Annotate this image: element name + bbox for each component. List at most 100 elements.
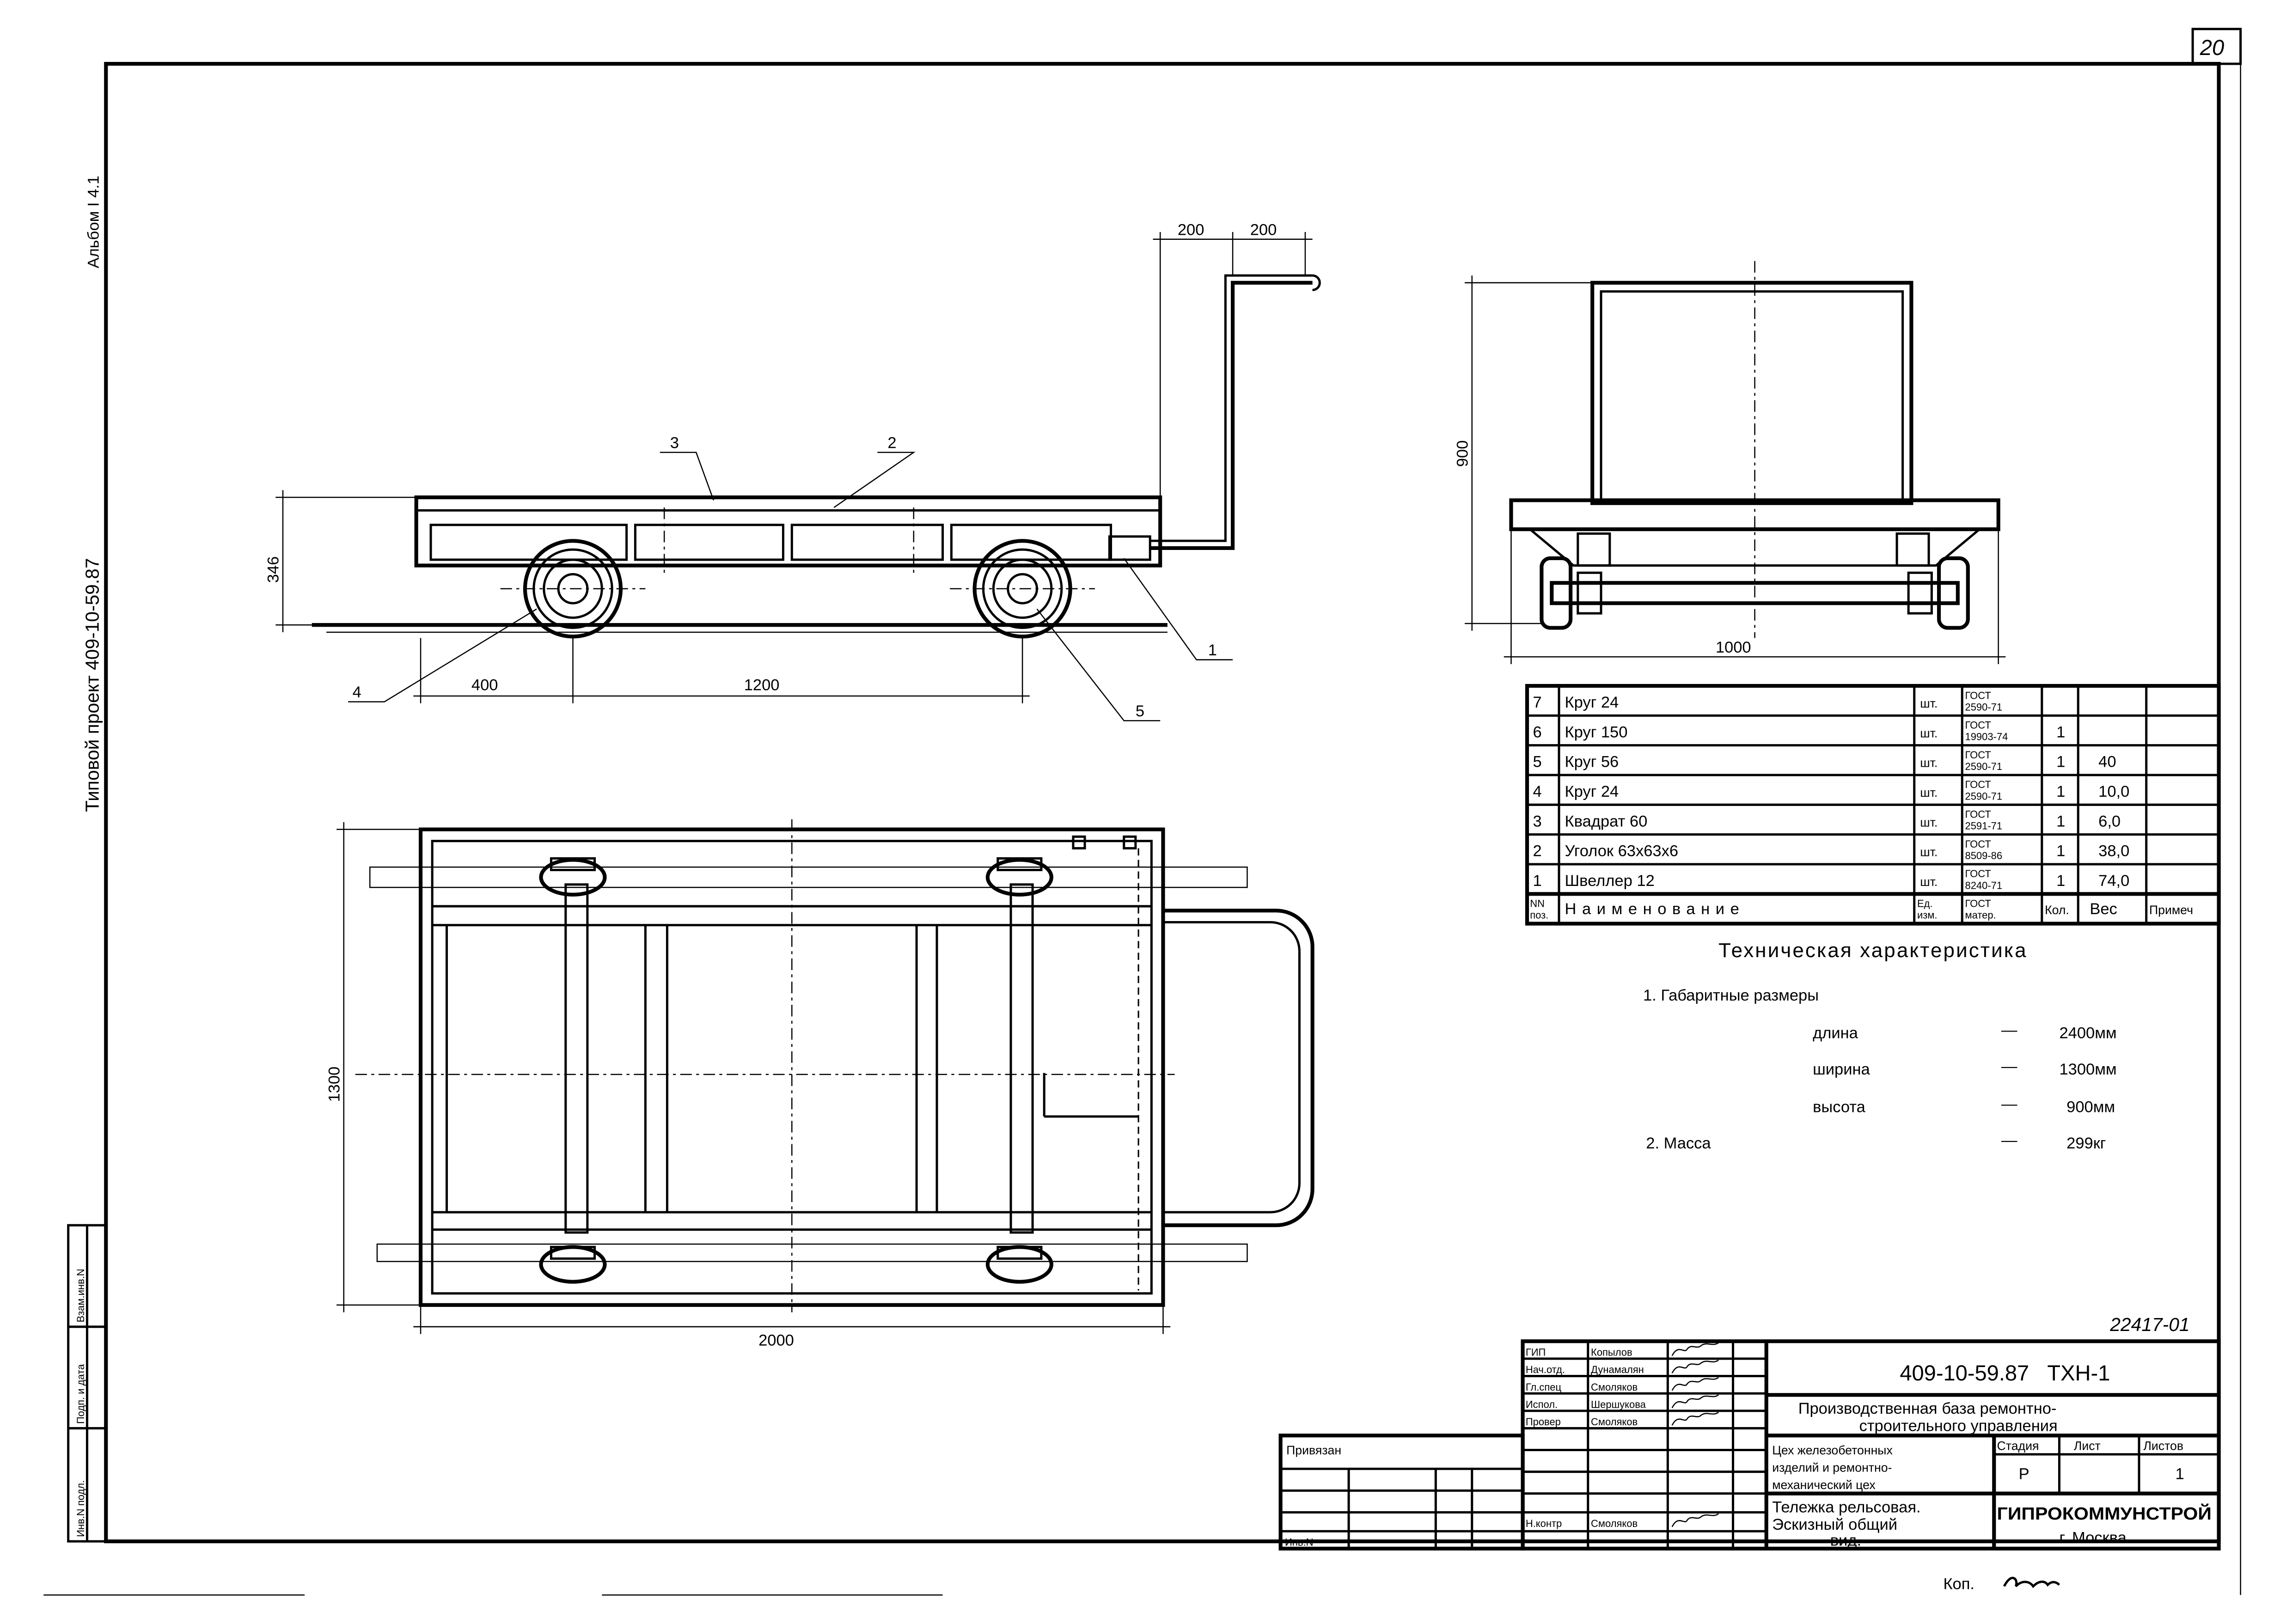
tow-handle [1163,909,1314,1227]
signature [1671,1342,1719,1356]
binding-block: Привязан Инв.N [1278,1434,1525,1551]
staff-role: Нач.отд. [1526,1364,1565,1375]
shop-line-1: Цех железобетонных [1772,1443,1893,1457]
tech-width-dash: — [2001,1058,2017,1075]
stage-value: Р [2019,1465,2029,1483]
spec-unit: шт. [1920,726,1938,740]
sheet-number: 20 [2200,35,2224,60]
dim-200-a: 200 [1178,221,1204,238]
sheet-frame [104,61,2221,1544]
margin-stamp: Инв.N подл. Подп. и дата Взам.инв.N [67,1224,107,1543]
signature [1671,1359,1719,1374]
spec-name: Круг 56 [1565,753,1619,771]
spec-pos: 6 [1533,723,1542,741]
spec-qty: 1 [2056,753,2065,771]
tech-length-dash: — [2001,1021,2017,1039]
shop-line-2: изделий и ремонтно- [1772,1461,1892,1475]
wheel-icon [985,1245,1053,1284]
staff-role: ГИП [1526,1347,1546,1358]
staff-name: Дунамалян [1591,1364,1644,1375]
spec-weight: 74,0 [2098,872,2129,890]
callout-2: 2 [887,434,896,452]
spec-header-weight: Вес [2090,900,2117,918]
drawing-title-1: Тележка рельсовая. [1772,1498,1920,1516]
spec-header-qty: Кол. [2045,903,2069,917]
tech-width-label: ширина [1813,1061,1870,1078]
spec-qty: 1 [2056,843,2065,860]
spec-pos: 4 [1533,783,1542,800]
callout-5: 5 [1136,702,1144,720]
company-city: г. Москва [2059,1529,2127,1546]
signature [1671,1411,1719,1426]
staff-name: Копылов [1591,1347,1632,1358]
spec-pos: 7 [1533,694,1542,711]
wheel-icon [539,1245,607,1284]
staff-role: Гл.спец [1526,1381,1562,1393]
stamp-inv-label: Инв.N подл. [75,1480,86,1537]
dim-1000: 1000 [1716,639,1751,656]
drawing-title-2: Эскизный общий [1772,1516,1897,1533]
inv-no-label: Инв.N [1285,1537,1314,1548]
wheel-icon [985,857,1053,897]
sheets-value: 1 [2175,1465,2184,1483]
signature [1671,1377,1719,1391]
tech-characteristics: Техническая характеристика 1. Габаритные… [1643,939,2117,1152]
spec-pos: 1 [1533,872,1542,890]
spec-unit: шт. [1920,786,1938,800]
stamp-replace-label: Взам.инв.N [75,1269,86,1322]
spec-unit: шт. [1920,756,1938,770]
plan-view: 1300 2000 [325,819,1314,1349]
spec-name: Круг 150 [1565,723,1628,741]
sheets-header: Листов [2143,1439,2183,1453]
archive-number: 22417-01 [2109,1314,2189,1335]
staff-role: Испол. [1526,1399,1558,1410]
callout-1: 1 [1208,641,1217,659]
spec-qty: 1 [2056,812,2065,830]
org-project-line-1: Производственная база ремонтно- [1798,1400,2057,1417]
tech-mass-value: 299кг [2066,1135,2106,1152]
dim-346: 346 [265,556,282,583]
spec-header-note: Примеч [2149,903,2193,917]
company-name: ГИПРОКОММУНСТРОЙ [1997,1504,2212,1523]
spec-header-name: Наименование [1565,900,1745,918]
spec-unit: шт. [1920,696,1938,710]
org-project-line-2: строительного управления [1859,1417,2057,1435]
signature [1671,1513,1719,1527]
wheel-icon [539,857,607,897]
tech-height-dash: — [2001,1095,2017,1113]
side-view: 200 200 346 400 1200 3 2 4 5 1 [265,221,1321,721]
doc-code: 409-10-59.87 ТХН-1 [1900,1361,2110,1385]
album-label: Альбом I 4.1 [85,176,103,269]
spec-weight: 38,0 [2098,843,2129,860]
dim-400: 400 [471,676,498,694]
stage-header: Стадия [1997,1439,2039,1453]
dim-200-b: 200 [1250,221,1277,238]
callout-3: 3 [670,434,679,452]
spec-pos: 2 [1533,843,1542,860]
spec-unit: шт. [1920,845,1938,859]
end-view: 900 1000 [1454,261,2006,664]
project-label: Типовой проект 409-10-59.87 [82,558,103,812]
sheet-header: Лист [2074,1439,2101,1453]
staff-row: ГИП Копылов [1526,1342,1719,1358]
tech-height-value: 900мм [2066,1098,2115,1116]
spec-name: Швеллер 12 [1565,872,1655,890]
tech-title: Техническая характеристика [1718,939,2028,962]
binding-label: Привязан [1286,1443,1341,1457]
tech-section-1: 1. Габаритные размеры [1643,987,1819,1004]
shop-line-3: механический цех [1772,1478,1876,1492]
